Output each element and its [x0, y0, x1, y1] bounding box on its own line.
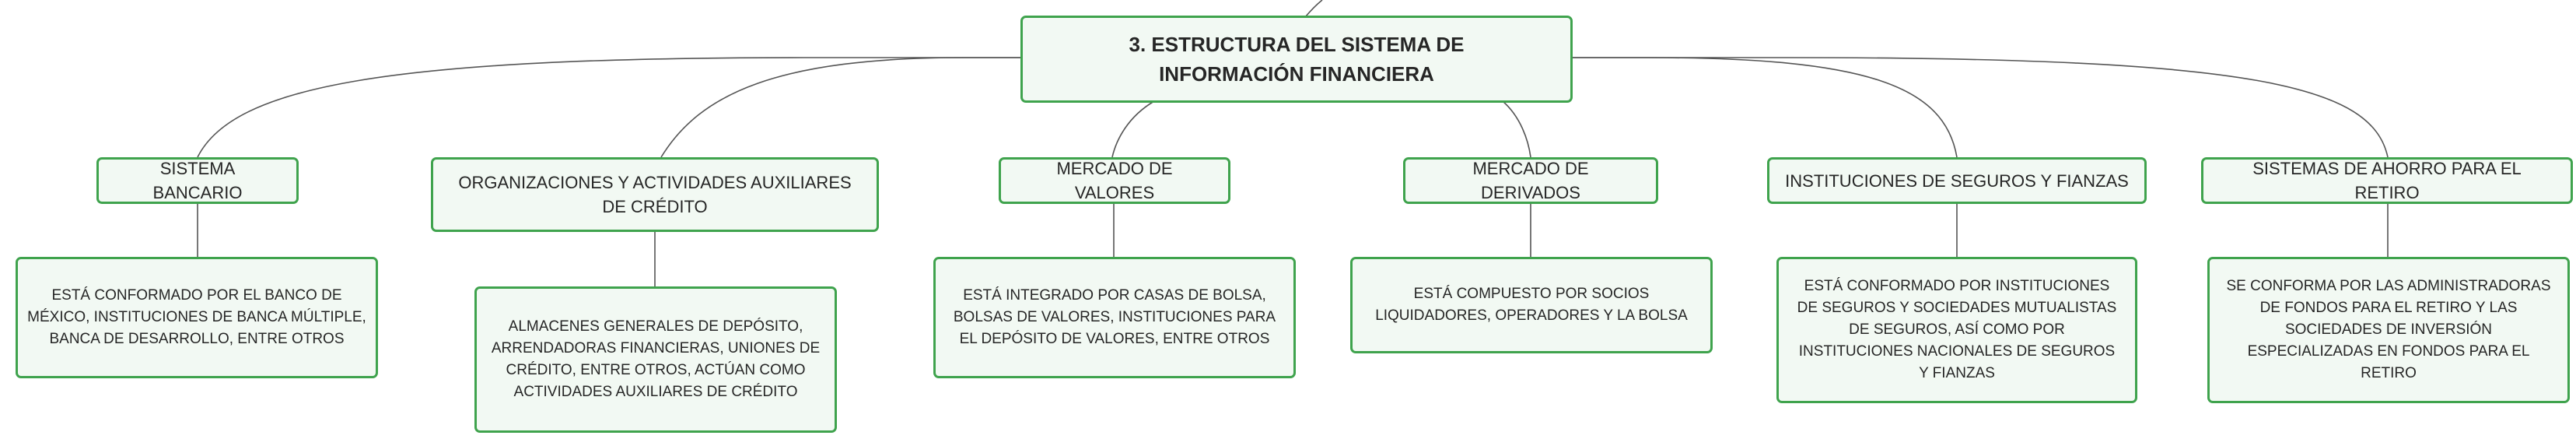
- category-label: INSTITUCIONES DE SEGUROS Y FIANZAS: [1785, 170, 2129, 191]
- root-node-label: 3. ESTRUCTURA DEL SISTEMA DE INFORMACIÓN…: [1129, 33, 1465, 86]
- connector-parent-to-root: [1304, 0, 1323, 18]
- root-node[interactable]: 3. ESTRUCTURA DEL SISTEMA DE INFORMACIÓN…: [1020, 16, 1573, 103]
- category-label: SISTEMA BANCARIO: [152, 159, 243, 202]
- category-node-sistemas-ahorro[interactable]: SISTEMAS DE AHORRO PARA EL RETIRO: [2201, 157, 2573, 204]
- description-node-instituciones-seguros[interactable]: ESTÁ CONFORMADO POR INSTITUCIONES DE SEG…: [1776, 257, 2137, 403]
- category-node-mercado-de-derivados[interactable]: MERCADO DE DERIVADOS: [1403, 157, 1658, 204]
- connector-root-to-organizaciones-auxiliares: [660, 57, 1022, 158]
- category-node-instituciones-seguros[interactable]: INSTITUCIONES DE SEGUROS Y FIANZAS: [1767, 157, 2147, 204]
- description-node-mercado-de-derivados[interactable]: ESTÁ COMPUESTO POR SOCIOS LIQUIDADORES, …: [1350, 257, 1713, 353]
- connector-root-to-instituciones-seguros: [1571, 57, 1958, 158]
- description-text: ESTÁ COMPUESTO POR SOCIOS LIQUIDADORES, …: [1375, 286, 1688, 324]
- category-node-sistema-bancario[interactable]: SISTEMA BANCARIO: [96, 157, 299, 204]
- connector-root-to-sistemas-ahorro: [1571, 57, 2389, 158]
- description-text: ESTÁ CONFORMADO POR INSTITUCIONES DE SEG…: [1797, 278, 2117, 381]
- connector-root-to-sistema-bancario: [197, 57, 1022, 158]
- category-label: MERCADO DE VALORES: [1056, 159, 1173, 202]
- description-text: ESTÁ INTEGRADO POR CASAS DE BOLSA, BOLSA…: [953, 287, 1276, 347]
- description-node-sistemas-ahorro[interactable]: SE CONFORMA POR LAS ADMINISTRADORAS DE F…: [2207, 257, 2570, 403]
- category-node-organizaciones-auxiliares[interactable]: ORGANIZACIONES Y ACTIVIDADES AUXILIARES …: [431, 157, 879, 232]
- category-label: MERCADO DE DERIVADOS: [1472, 159, 1589, 202]
- category-label: ORGANIZACIONES Y ACTIVIDADES AUXILIARES …: [458, 173, 852, 216]
- description-text: ALMACENES GENERALES DE DEPÓSITO, ARRENDA…: [491, 318, 821, 400]
- description-node-organizaciones-auxiliares[interactable]: ALMACENES GENERALES DE DEPÓSITO, ARRENDA…: [474, 286, 837, 433]
- category-label: SISTEMAS DE AHORRO PARA EL RETIRO: [2252, 159, 2522, 202]
- description-node-mercado-de-valores[interactable]: ESTÁ INTEGRADO POR CASAS DE BOLSA, BOLSA…: [933, 257, 1296, 378]
- category-node-mercado-de-valores[interactable]: MERCADO DE VALORES: [999, 157, 1230, 204]
- description-node-sistema-bancario[interactable]: ESTÁ CONFORMADO POR EL BANCO DE MÉXICO, …: [16, 257, 378, 378]
- description-text: SE CONFORMA POR LAS ADMINISTRADORAS DE F…: [2226, 278, 2551, 381]
- connector-root-to-mercado-de-valores: [1111, 100, 1155, 158]
- connector-root-to-mercado-de-derivados: [1502, 100, 1531, 158]
- description-text: ESTÁ CONFORMADO POR EL BANCO DE MÉXICO, …: [27, 287, 366, 347]
